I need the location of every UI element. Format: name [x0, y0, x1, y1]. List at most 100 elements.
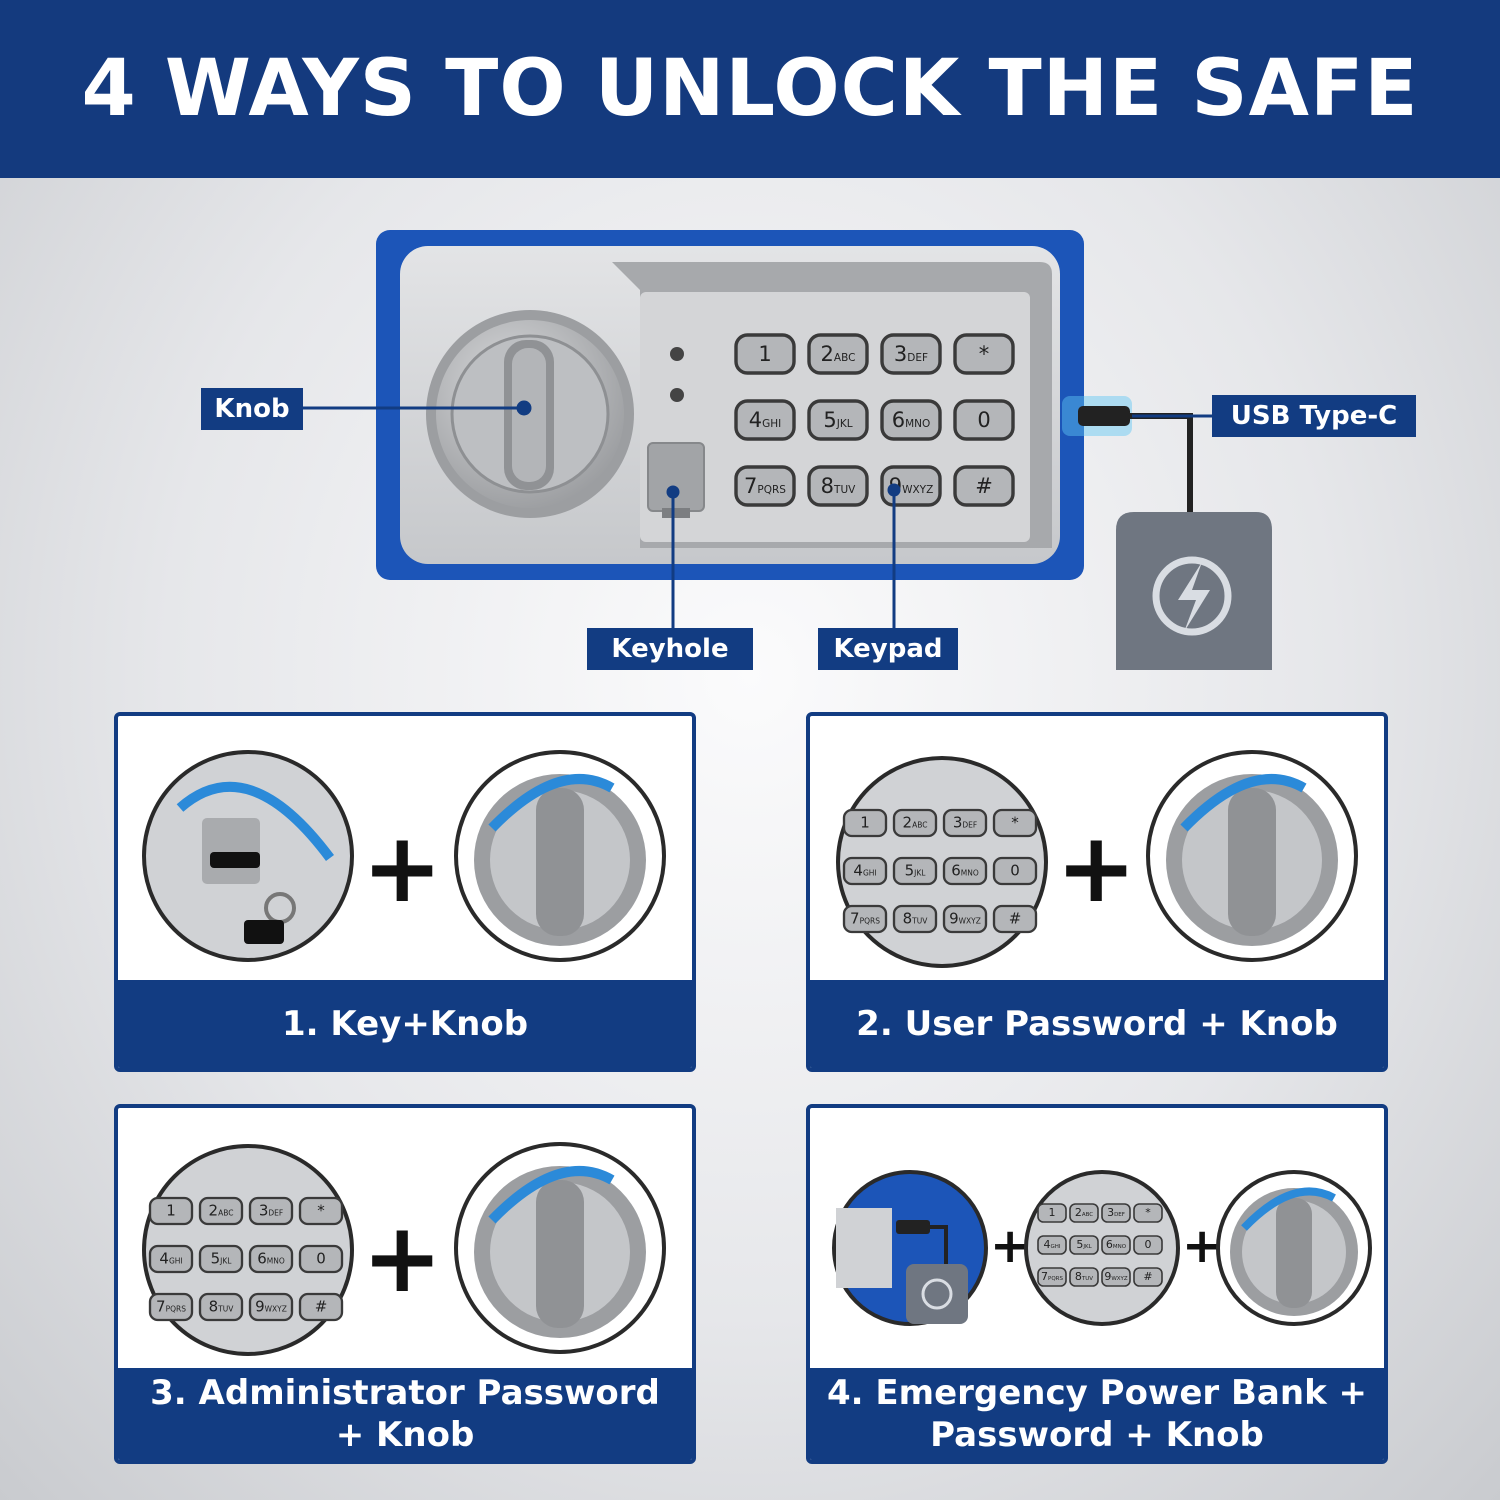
keypad-key-letters: WXYZ — [1111, 1276, 1128, 1282]
keypad-key-digit: 0 — [977, 408, 990, 432]
keypad-key-digit: 7 — [744, 474, 757, 498]
svg-text:2ABC: 2ABC — [821, 342, 856, 366]
keypad-key-letters: PQRS — [860, 917, 881, 926]
keypad-key-digit: 2 — [209, 1202, 219, 1220]
plus-sign: + — [990, 1218, 1031, 1274]
svg-text:5JKL: 5JKL — [905, 862, 927, 880]
keypad-key-digit: * — [1145, 1206, 1151, 1219]
keypad-key: 1 — [734, 333, 796, 375]
keypad-key-letters: GHI — [1050, 1244, 1060, 1250]
keypad-key-letters: WXYZ — [902, 484, 933, 496]
method-caption: 4. Emergency Power Bank + Password + Kno… — [810, 1368, 1384, 1460]
svg-text:*: * — [1145, 1206, 1151, 1219]
key-in-keyhole-icon — [142, 750, 354, 962]
keypad-key-digit: 3 — [259, 1202, 269, 1220]
keypad-key-letters: TUV — [1081, 1276, 1093, 1282]
keypad-key-digit: 4 — [853, 862, 863, 880]
keypad-key: 8TUV — [807, 465, 869, 507]
svg-text:6MNO: 6MNO — [257, 1250, 285, 1268]
keypad-key-letters: JKL — [836, 418, 853, 430]
keypad-key-digit: 7 — [156, 1298, 166, 1316]
keypad-key: 0 — [1133, 1235, 1163, 1255]
method-panel-key-knob: + 1. Key+Knob — [114, 712, 696, 1072]
method-caption: 2. User Password + Knob — [810, 980, 1384, 1068]
svg-text:1: 1 — [166, 1202, 176, 1220]
keypad-key: # — [298, 1292, 344, 1322]
svg-text:9WXYZ: 9WXYZ — [255, 1298, 287, 1316]
svg-text:0: 0 — [1010, 862, 1020, 880]
keypad-key-digit: 5 — [823, 408, 836, 432]
keypad-key-letters: DEF — [962, 821, 977, 830]
keypad-key: 8TUV — [1069, 1267, 1099, 1287]
keypad-key: * — [298, 1196, 344, 1226]
keypad-key: # — [992, 904, 1038, 934]
keypad-key-digit: 3 — [953, 814, 963, 832]
keypad-key: 0 — [953, 399, 1015, 441]
status-led-icon — [670, 347, 684, 361]
keypad-key-digit: 0 — [316, 1250, 326, 1268]
svg-text:3DEF: 3DEF — [953, 814, 977, 832]
keypad-key-digit: # — [315, 1298, 328, 1316]
keypad-key: 0 — [992, 856, 1038, 886]
keypad-key-letters: ABC — [1082, 1212, 1093, 1218]
keypad-key-digit: 4 — [159, 1250, 169, 1268]
keypad-key-letters: WXYZ — [265, 1305, 287, 1314]
keypad-key-digit: 5 — [905, 862, 915, 880]
keypad-key: 6MNO — [1101, 1235, 1131, 1255]
keypad-key: 7PQRS — [1037, 1267, 1067, 1287]
keypad-key-letters: GHI — [762, 418, 781, 430]
keyhole-icon — [647, 442, 705, 512]
keypad-key-letters: GHI — [169, 1257, 183, 1266]
svg-text:6MNO: 6MNO — [1106, 1238, 1127, 1251]
keypad-key-letters: MNO — [905, 418, 930, 430]
svg-text:3DEF: 3DEF — [259, 1202, 283, 1220]
keypad-key-letters: DEF — [1114, 1212, 1125, 1218]
knob-label: Knob — [201, 388, 303, 430]
keypad-key: * — [953, 333, 1015, 375]
keypad-key-letters: TUV — [217, 1305, 234, 1314]
keypad-key-digit: 9 — [1104, 1270, 1111, 1283]
svg-text:0: 0 — [977, 408, 990, 432]
svg-text:#: # — [1009, 910, 1022, 928]
svg-text:4GHI: 4GHI — [1043, 1238, 1060, 1251]
svg-text:7PQRS: 7PQRS — [850, 910, 880, 928]
keypad-key-letters: ABC — [834, 352, 856, 364]
keypad-key-letters: MNO — [961, 869, 979, 878]
keypad-key: 0 — [298, 1244, 344, 1274]
keypad-key: 9WXYZ — [1101, 1267, 1131, 1287]
keypad-key: * — [1133, 1203, 1163, 1223]
keypad-key-letters: MNO — [1113, 1244, 1127, 1250]
keypad-key: 3DEF — [248, 1196, 294, 1226]
svg-text:5JKL: 5JKL — [211, 1250, 233, 1268]
svg-text:*: * — [979, 342, 990, 366]
keypad-key: 5JKL — [807, 399, 869, 441]
keypad-key: 2ABC — [198, 1196, 244, 1226]
keypad-key-digit: # — [1143, 1270, 1152, 1283]
keypad-key-digit: 6 — [892, 408, 905, 432]
keypad-key: 1 — [1037, 1203, 1067, 1223]
power-bank-icon — [1116, 512, 1272, 670]
keypad-key-digit: 8 — [209, 1298, 219, 1316]
keypad-key: 6MNO — [248, 1244, 294, 1274]
method-caption: 3. Administrator Password + Knob — [118, 1368, 692, 1460]
keypad-key-digit: 3 — [1107, 1206, 1114, 1219]
keypad-key-letters: WXYZ — [959, 917, 981, 926]
keypad-key: 6MNO — [942, 856, 988, 886]
keypad-key-letters: DEF — [907, 352, 928, 364]
keypad-key: 9WXYZ — [248, 1292, 294, 1322]
keypad-key-digit: 6 — [951, 862, 961, 880]
svg-text:1: 1 — [860, 814, 870, 832]
svg-text:0: 0 — [1145, 1238, 1152, 1251]
svg-text:5JKL: 5JKL — [1076, 1238, 1092, 1251]
keypad-key-digit: # — [1009, 910, 1022, 928]
keypad-key-digit: 0 — [1010, 862, 1020, 880]
keypad-key-letters: GHI — [863, 869, 877, 878]
keypad-key-digit: 1 — [166, 1202, 176, 1220]
keypad-label: Keypad — [818, 628, 958, 670]
keypad-key: 1 — [148, 1196, 194, 1226]
keypad-key-letters: TUV — [911, 917, 928, 926]
